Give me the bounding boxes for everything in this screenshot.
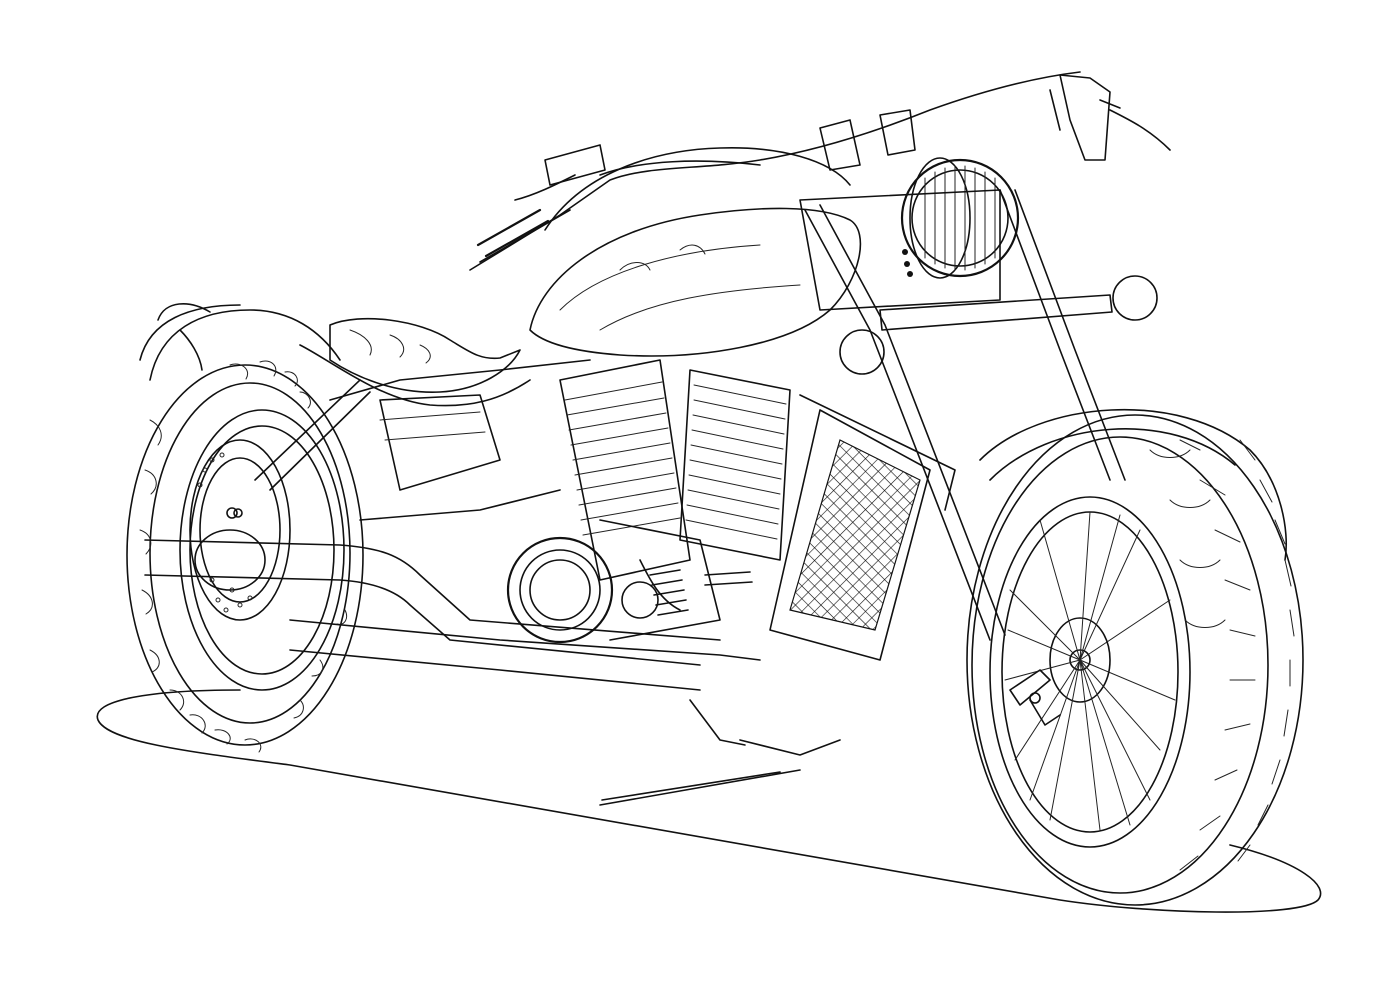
frame: [254, 359, 591, 521]
turn-signal-left: [839, 329, 885, 375]
ground-shadow: [96, 689, 1322, 913]
front-cylinder-fins: [685, 384, 787, 540]
front-cylinder: [679, 369, 791, 561]
kickstand: [689, 699, 841, 756]
turn-signal-right: [1112, 275, 1158, 321]
rear-cylinder: [559, 359, 691, 581]
exhaust-pipes: [144, 529, 761, 691]
front-fork: [799, 189, 1158, 641]
front-wheel: [966, 414, 1304, 906]
rear-wheel: [126, 360, 364, 753]
rear-fender: [139, 303, 341, 381]
front-wheel-spokes: [1004, 511, 1176, 831]
headlight: [900, 157, 1020, 279]
front-tire-tread: [1149, 439, 1295, 871]
engine-cover: [506, 536, 614, 644]
coil-spring: [649, 569, 753, 616]
seat: [299, 317, 531, 407]
radiator: [769, 394, 956, 661]
engine: [506, 359, 791, 644]
front-fender: [979, 408, 1288, 561]
fuel-tank: [529, 147, 862, 357]
rear-cylinder-fins: [564, 381, 681, 536]
headlight-grille: [924, 165, 996, 271]
front-hub: [1049, 617, 1111, 703]
handlebars: [469, 71, 1171, 271]
rear-brake-disc: [189, 439, 291, 621]
rear-tire-tread: [139, 360, 348, 753]
front-brake-caliper: [1009, 669, 1061, 726]
